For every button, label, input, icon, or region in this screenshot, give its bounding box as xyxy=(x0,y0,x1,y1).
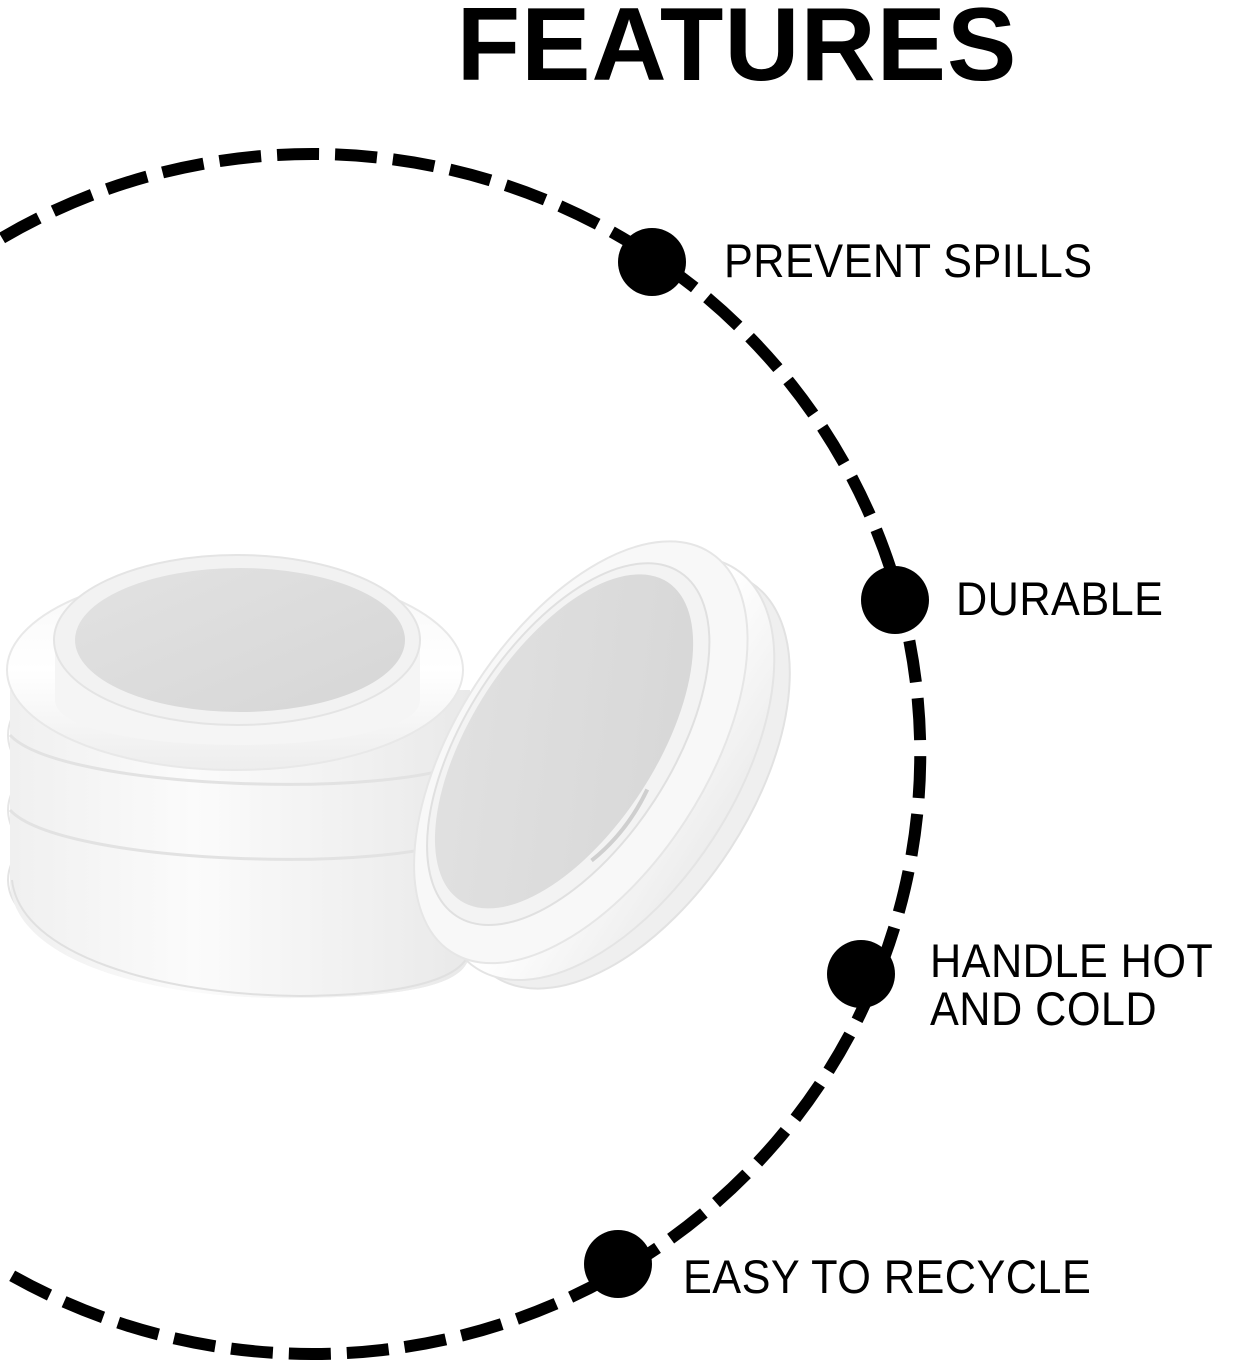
feature-durable: DURABLE xyxy=(956,572,1164,625)
bullet-dot-icon xyxy=(618,228,686,296)
tilted-lid-icon xyxy=(413,540,791,990)
feature-line-2: AND COLD xyxy=(930,982,1158,1035)
stacked-lids-icon xyxy=(6,554,473,999)
feature-easy-to-recycle: EASY TO RECYCLE xyxy=(683,1250,1092,1303)
bullet-dot-icon xyxy=(861,566,929,634)
bullet-dot-icon xyxy=(584,1230,652,1298)
dashed-arc xyxy=(0,148,927,1360)
feature-prevent-spills: PREVENT SPILLS xyxy=(724,234,1093,287)
feature-handle-hot-and-cold: HANDLE HOT AND COLD xyxy=(930,937,1242,1033)
sip-hole-icon xyxy=(590,788,650,863)
page-title: FEATURES xyxy=(456,0,1018,103)
feature-line-1: HANDLE HOT xyxy=(930,934,1214,987)
bullet-dot-icon xyxy=(827,940,895,1008)
